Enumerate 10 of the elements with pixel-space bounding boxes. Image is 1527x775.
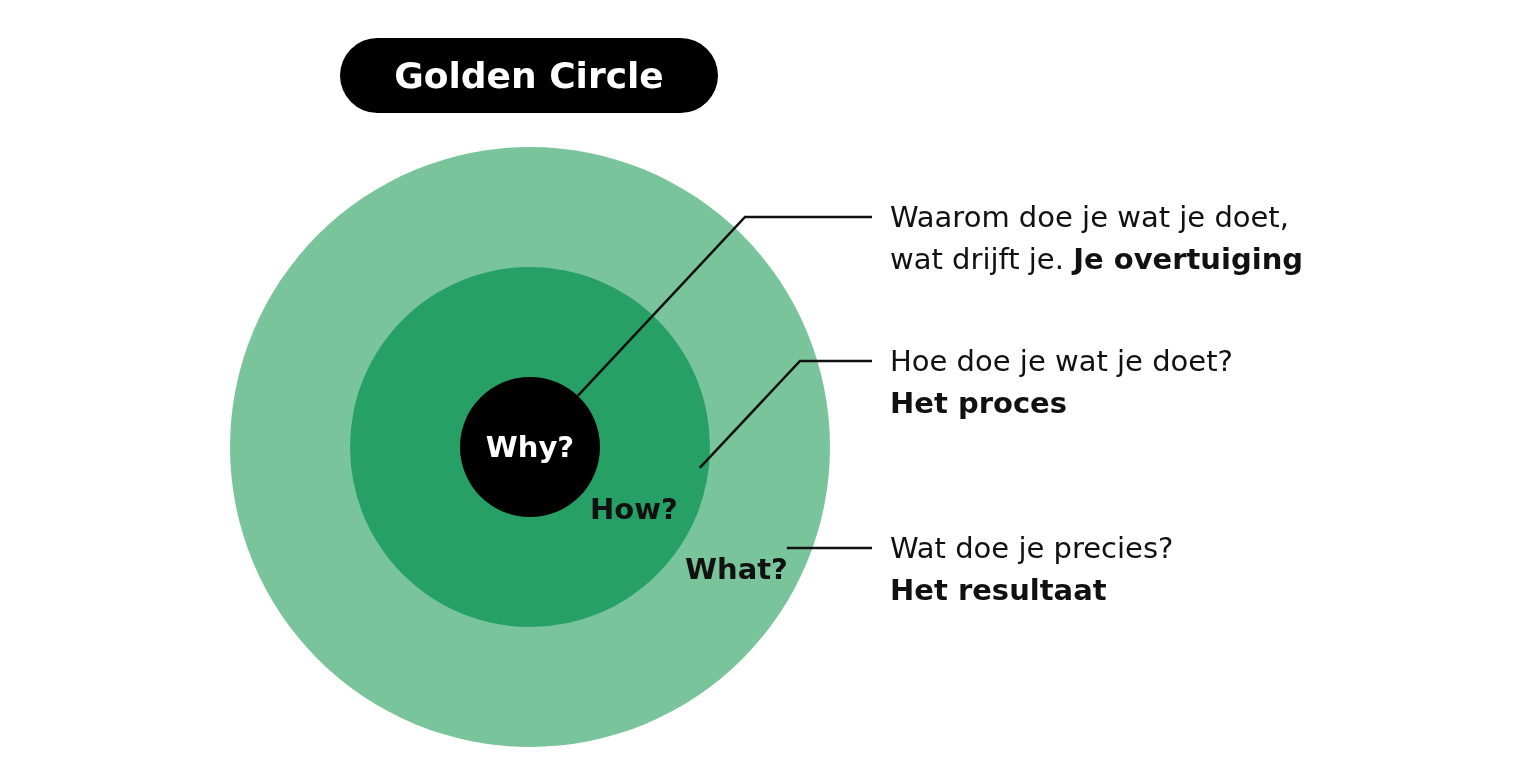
- description-text: Wat doe je precies? Het resultaat: [890, 527, 1220, 611]
- description-text: Hoe doe je wat je doet? Het proces: [890, 340, 1290, 424]
- circle-label: How?: [590, 492, 678, 526]
- leader-line: [698, 359, 872, 469]
- description-text: Waarom doe je wat je doet, wat drijft je. Je overtuiging: [890, 196, 1340, 280]
- leader-line: [786, 546, 872, 550]
- title-pill: Golden Circle: [340, 38, 718, 113]
- circle-label: Why?: [485, 430, 575, 464]
- circle-label: What?: [685, 552, 788, 586]
- leader-line: [576, 215, 872, 397]
